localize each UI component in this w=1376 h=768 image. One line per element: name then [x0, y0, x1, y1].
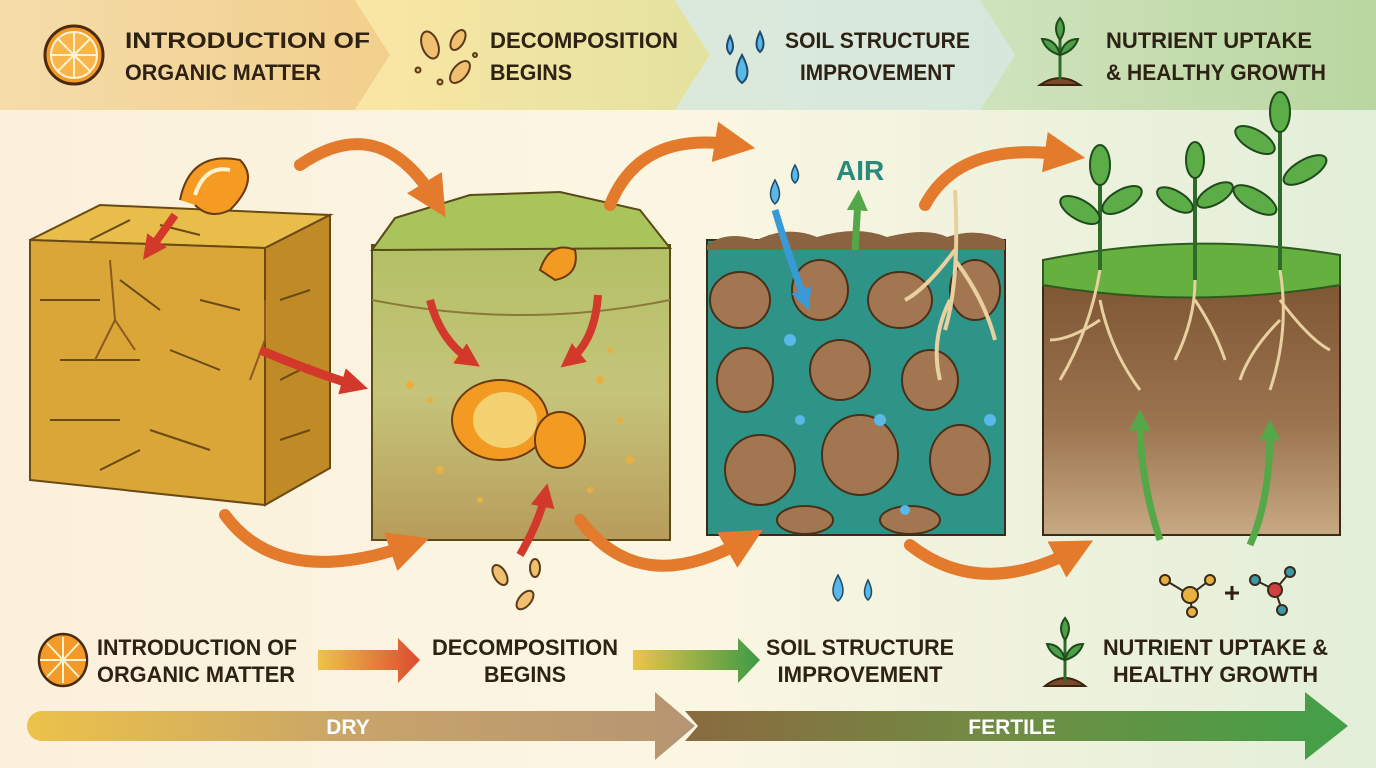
dry-to-fertile-bar: DRY FERTILE [27, 692, 1348, 760]
legend-step-4-line1: NUTRIENT UPTAKE & [1103, 635, 1328, 660]
legend: INTRODUCTION OF ORGANIC MATTER DECOMPOSI… [37, 616, 1328, 688]
sprout-icon [1036, 16, 1084, 86]
fertile-arrow [685, 692, 1348, 760]
legend-sprout-icon [1042, 616, 1088, 687]
banner-step-1 [0, 0, 390, 110]
legend-arrow-2 [633, 638, 760, 683]
air-arrow [846, 189, 868, 251]
transition-arrows [219, 121, 1094, 580]
bacteria-icon [414, 29, 478, 86]
red-arrow-down [143, 212, 179, 260]
banner-step-4 [980, 0, 1376, 110]
water-drops [769, 163, 873, 602]
plants [1059, 91, 1328, 280]
water-arrow [771, 208, 812, 310]
banner-step-2 [355, 0, 710, 110]
dry-arrow [27, 692, 695, 760]
legend-step-4-line2: HEALTHY GROWTH [1113, 662, 1318, 687]
legend-step-2-line2: BEGINS [484, 662, 566, 687]
decomposition-block [370, 190, 673, 541]
orange-peel [179, 157, 249, 215]
banner-step-2-line2: BEGINS [490, 60, 572, 85]
legend-step-3-line1: SOIL STRUCTURE [766, 635, 954, 660]
arrow-top-3 [919, 131, 1086, 211]
dry-soil-block [29, 203, 334, 507]
banner-step-3 [675, 0, 1015, 110]
nutrient-arrow-left [1129, 409, 1164, 542]
red-arrow-in-right [560, 294, 602, 368]
arrow-bottom-2 [574, 514, 763, 572]
banner-step-3-line1: SOIL STRUCTURE [785, 28, 970, 53]
banner-step-1-line2: ORGANIC MATTER [125, 60, 321, 85]
arrow-top-1 [294, 138, 446, 218]
red-arrow-up [516, 483, 555, 557]
decomposing-orange [451, 246, 586, 469]
red-arrow-right [258, 345, 368, 395]
microbes-icon [491, 558, 541, 611]
structured-soil-block [706, 231, 1006, 536]
nutrient-arrow-right [1246, 419, 1281, 547]
water-drops-icon [726, 29, 765, 85]
arrow-bottom-1 [219, 509, 430, 571]
legend-step-3-line2: IMPROVEMENT [778, 662, 944, 687]
arrow-top-2 [604, 121, 756, 211]
banner-step-2-line1: DECOMPOSITION [490, 28, 678, 53]
air-label: AIR [836, 155, 884, 186]
banner-step-3-line2: IMPROVEMENT [800, 60, 956, 85]
banner-step-4-line1: NUTRIENT UPTAKE [1106, 28, 1312, 53]
red-arrow-in-left [426, 298, 480, 367]
fertile-label: FERTILE [968, 716, 1056, 739]
roots [904, 189, 997, 381]
banner-step-1-line1: INTRODUCTION OF [125, 28, 370, 53]
orange-slice-icon [43, 24, 105, 86]
top-banner: INTRODUCTION OF ORGANIC MATTER DECOMPOSI… [0, 0, 1376, 110]
legend-step-1-line2: ORGANIC MATTER [97, 662, 295, 687]
legend-step-1-line1: INTRODUCTION OF [97, 635, 297, 660]
dry-label: DRY [326, 716, 370, 739]
legend-arrow-1 [318, 638, 420, 683]
legend-step-2-line1: DECOMPOSITION [432, 635, 618, 660]
fertile-soil-block [1042, 242, 1341, 536]
nutrient-molecules-icon [1159, 566, 1296, 618]
legend-orange-slice-icon [37, 632, 89, 688]
arrow-bottom-3 [904, 539, 1094, 580]
banner-step-4-line2: & HEALTHY GROWTH [1106, 60, 1326, 85]
